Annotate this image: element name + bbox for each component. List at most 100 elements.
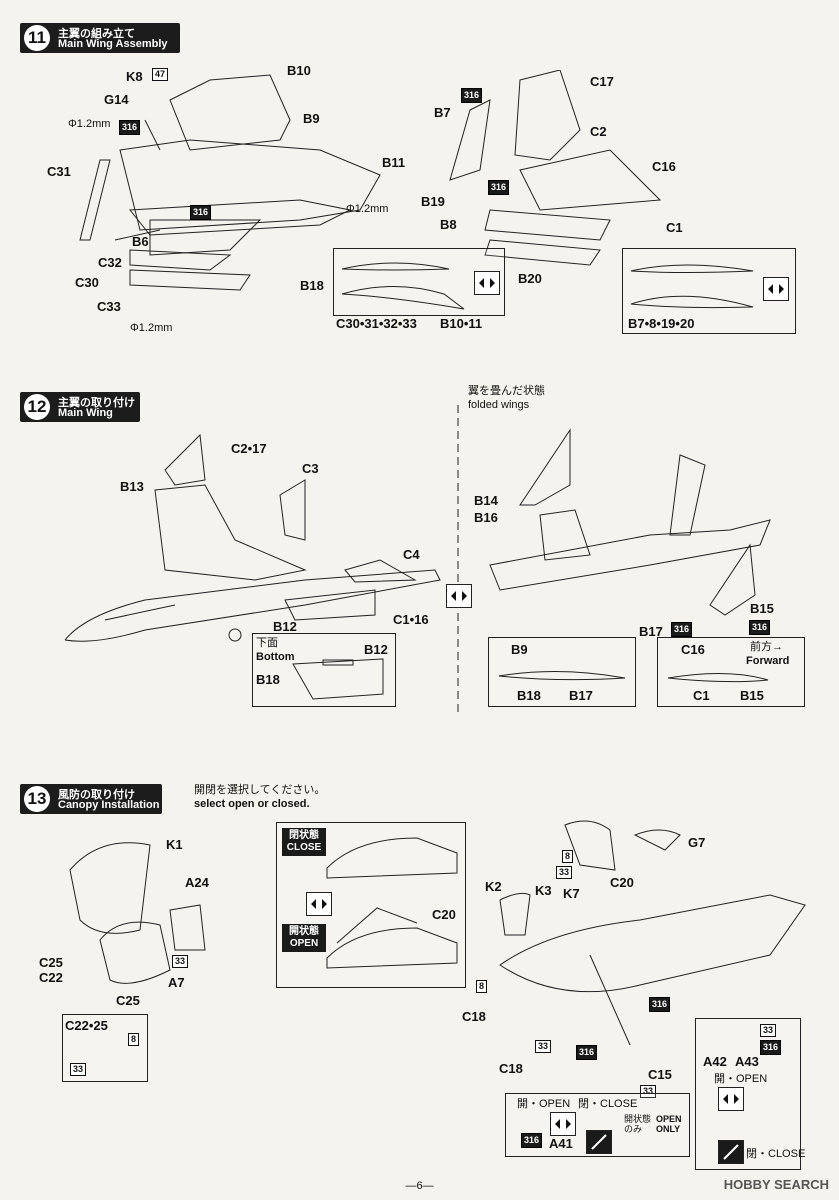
part-label: B12 bbox=[273, 619, 297, 634]
part-label: C2 bbox=[590, 124, 607, 139]
flip-icon bbox=[474, 271, 500, 295]
watermark: HOBBY SEARCH bbox=[723, 1177, 829, 1192]
step-13-aircraft-drawing bbox=[470, 815, 810, 1065]
part-label: C20 bbox=[432, 907, 456, 922]
open-label-en: OPEN bbox=[289, 938, 319, 949]
part-label: B19 bbox=[421, 194, 445, 209]
tag-33: 33 bbox=[535, 1040, 552, 1053]
step-number: 11 bbox=[24, 25, 50, 51]
step-12-folded-drawing bbox=[480, 425, 780, 625]
part-label: B9 bbox=[303, 111, 320, 126]
step-11-wing-drawing bbox=[60, 60, 460, 320]
detail-wing-section bbox=[658, 638, 804, 706]
drill-size: Φ1.2mm bbox=[130, 322, 173, 334]
part-label: C31 bbox=[47, 164, 71, 179]
forward-en: Forward bbox=[746, 655, 790, 667]
part-label: C25 bbox=[116, 993, 140, 1008]
detail-box-right bbox=[622, 248, 796, 334]
step-title-en: Main Wing bbox=[58, 407, 113, 419]
flip-icon bbox=[763, 277, 789, 301]
step-12-header: 12 主翼の取り付け Main Wing bbox=[20, 392, 140, 422]
part-label: K1 bbox=[166, 837, 183, 852]
closed-label-jp: 閉状態 bbox=[289, 830, 319, 841]
tag-33: 33 bbox=[760, 1024, 777, 1037]
tag-316: 316 bbox=[760, 1040, 782, 1055]
tag-316: 316 bbox=[749, 620, 771, 635]
no-glue-icon bbox=[586, 1130, 612, 1154]
tag-8: 8 bbox=[128, 1033, 140, 1046]
a42-a43-options bbox=[695, 1018, 801, 1170]
part-label: C18 bbox=[499, 1061, 523, 1076]
part-label: B20 bbox=[518, 271, 542, 286]
part-label: C22 bbox=[39, 970, 63, 985]
part-label: G7 bbox=[688, 835, 706, 850]
close-label: 閉・CLOSE bbox=[578, 1098, 638, 1110]
part-label: C4 bbox=[403, 547, 420, 562]
part-label: B6 bbox=[132, 234, 149, 249]
part-label: B10 bbox=[287, 63, 311, 78]
part-label: C15 bbox=[648, 1067, 672, 1082]
part-label: C1 bbox=[666, 220, 683, 235]
tag-33: 33 bbox=[640, 1085, 657, 1098]
part-label: A42 bbox=[703, 1054, 727, 1069]
part-label: K2 bbox=[485, 879, 502, 894]
select-instruction-jp: 開閉を選択してください。 bbox=[194, 784, 326, 796]
part-label: B11 bbox=[382, 155, 406, 170]
flip-icon bbox=[718, 1087, 744, 1111]
tag-33: 33 bbox=[556, 866, 573, 879]
flip-icon bbox=[550, 1112, 576, 1136]
tag-316: 316 bbox=[488, 180, 510, 195]
flip-icon bbox=[446, 584, 472, 608]
bottom-view-inset bbox=[252, 633, 396, 707]
tag-316: 316 bbox=[190, 205, 212, 220]
step-title-jp: 主翼の取り付け bbox=[58, 397, 135, 409]
canopy-parts-drawing bbox=[60, 830, 220, 1010]
bottom-label-en: Bottom bbox=[256, 651, 295, 663]
part-label: C3 bbox=[302, 461, 319, 476]
part-label: C30 bbox=[75, 275, 99, 290]
step-13-header: 13 風防の取り付け Canopy Installation bbox=[20, 784, 162, 814]
part-label: A24 bbox=[185, 875, 209, 890]
closed-state-badge: 閉状態 CLOSE bbox=[282, 828, 326, 856]
tag-316: 316 bbox=[461, 88, 483, 103]
part-label: B17 bbox=[569, 688, 593, 703]
part-label: A43 bbox=[735, 1054, 759, 1069]
part-label: C20 bbox=[610, 875, 634, 890]
part-label: B8 bbox=[440, 217, 457, 232]
flip-icon bbox=[306, 892, 332, 916]
tag-316: 316 bbox=[521, 1133, 543, 1148]
step-title-jp: 主翼の組み立て bbox=[58, 28, 135, 40]
detail-box-left bbox=[333, 248, 505, 316]
cockpit-views-drawing bbox=[277, 823, 465, 987]
step-title-en: Main Wing Assembly bbox=[58, 38, 168, 50]
detail-box-b9 bbox=[488, 637, 636, 707]
part-label: C18 bbox=[462, 1009, 486, 1024]
bottom-view-drawing bbox=[253, 634, 395, 706]
part-label: C2•17 bbox=[231, 441, 267, 456]
part-label: B13 bbox=[120, 479, 144, 494]
open-label: 開・OPEN bbox=[517, 1098, 571, 1110]
step-12-aircraft-drawing bbox=[55, 430, 445, 680]
part-label: B15 bbox=[740, 688, 764, 703]
detail-profile-drawing bbox=[334, 249, 504, 315]
drill-size: Φ1.2mm bbox=[68, 118, 111, 130]
part-label: C25 bbox=[39, 955, 63, 970]
tag-316: 316 bbox=[671, 622, 693, 637]
part-label: C33 bbox=[97, 299, 121, 314]
detail-caption: C30•31•32•33 bbox=[336, 316, 417, 331]
select-instruction-en: select open or closed. bbox=[194, 798, 310, 810]
part-label: K3 bbox=[535, 883, 552, 898]
closed-label-en: CLOSE bbox=[286, 842, 322, 853]
part-label: B9 bbox=[511, 642, 528, 657]
step-title-en: Canopy Installation bbox=[58, 799, 160, 811]
part-label: G14 bbox=[104, 92, 129, 107]
detail-box-forward bbox=[657, 637, 805, 707]
tag-8: 8 bbox=[562, 850, 574, 863]
part-label: B14 bbox=[474, 493, 498, 508]
part-label: B15 bbox=[750, 601, 774, 616]
drill-size: Φ1.2mm bbox=[346, 203, 389, 215]
open-only-en: OPEN ONLY bbox=[656, 1114, 682, 1134]
part-label: B17 bbox=[639, 624, 663, 639]
close-label: 閉・CLOSE bbox=[746, 1148, 806, 1160]
step-11-header: 11 主翼の組み立て Main Wing Assembly bbox=[20, 23, 180, 53]
